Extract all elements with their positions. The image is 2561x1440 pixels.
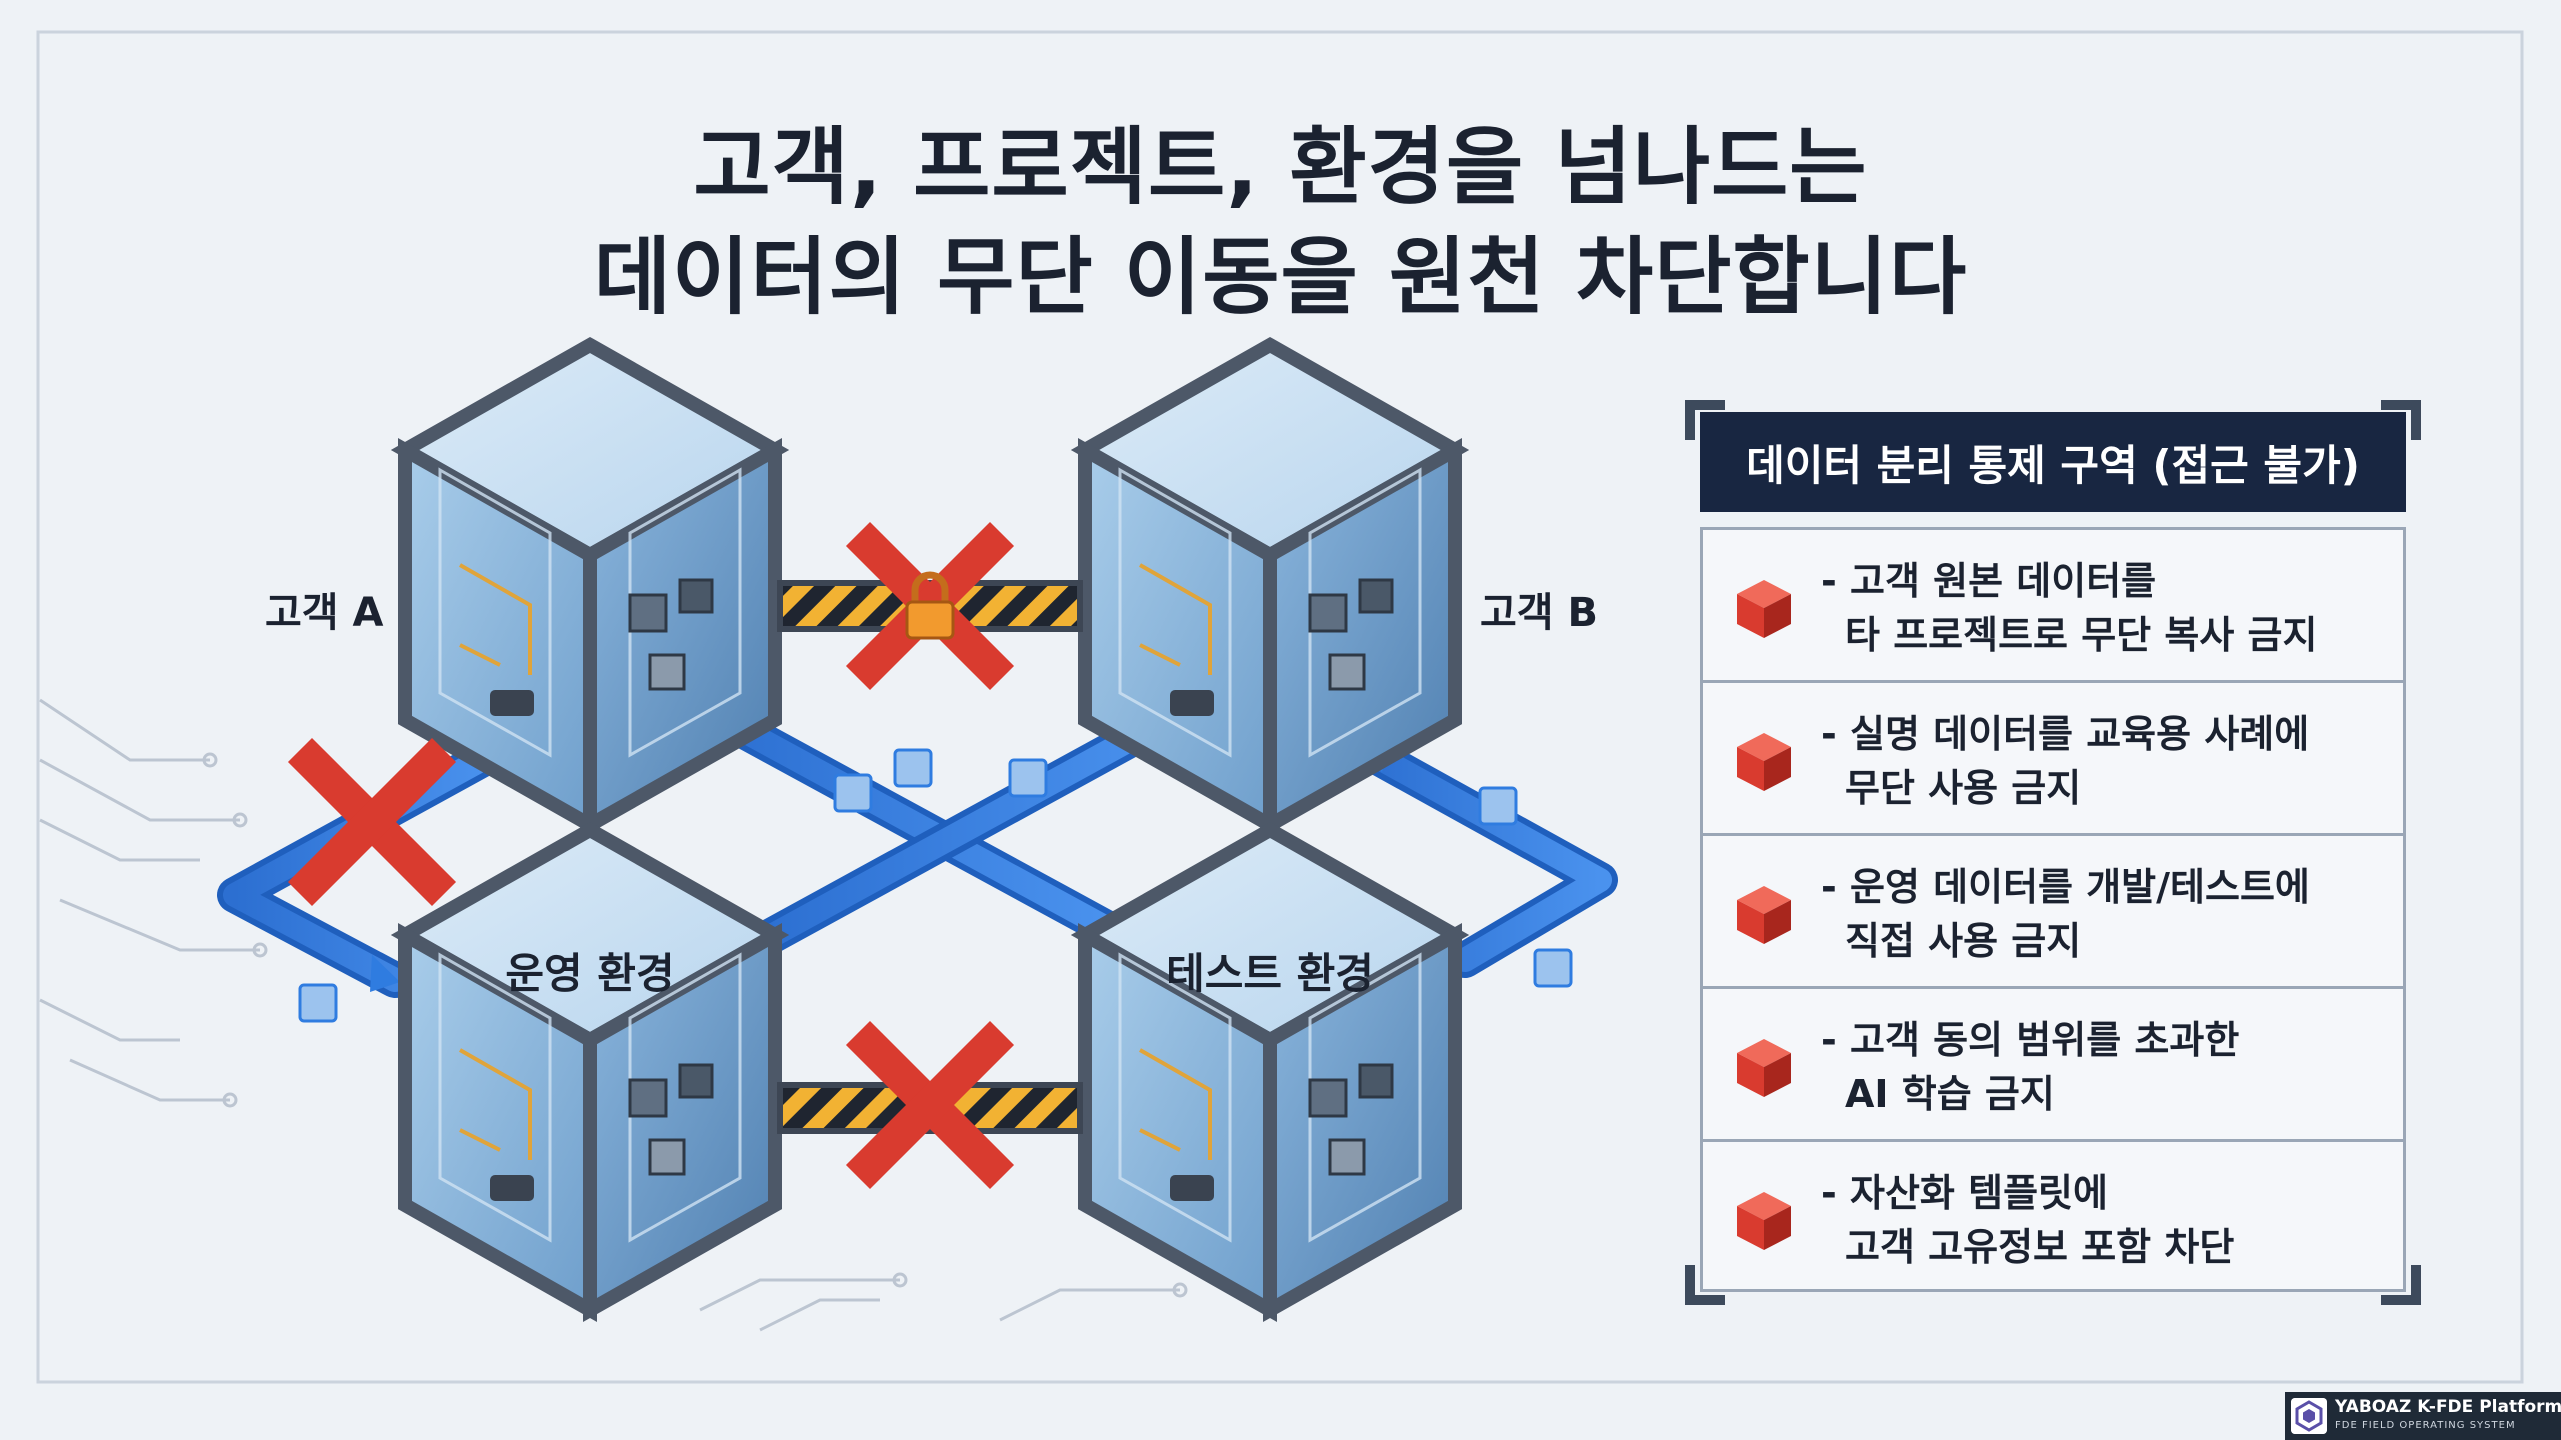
red-cube-icon <box>1737 733 1791 791</box>
platform-logo-icon <box>2291 1398 2327 1434</box>
rule-line-1: - 운영 데이터를 개발/테스트에 <box>1821 865 2310 909</box>
red-cube-icon <box>1737 1192 1791 1250</box>
rule-line-2: 타 프로젝트로 무단 복사 금지 <box>1845 613 2318 657</box>
panel-header: 데이터 분리 통제 구역 (접근 불가) <box>1700 412 2406 512</box>
rule-line-2: AI 학습 금지 <box>1845 1072 2055 1116</box>
label-customer-b: 고객 B <box>1480 590 1599 636</box>
rule-line-2: 무단 사용 금지 <box>1845 766 2082 810</box>
title-line-2: 데이터의 무단 이동을 원천 차단합니다 <box>593 228 1968 326</box>
barrier-top <box>777 546 1083 666</box>
label-operations-env: 운영 환경 <box>505 949 675 998</box>
red-cube-icon <box>1737 886 1791 944</box>
red-cube-icon <box>1737 1039 1791 1097</box>
badge-subtitle: FDE FIELD OPERATING SYSTEM <box>2335 1420 2516 1431</box>
barrier-bottom <box>777 1045 1083 1165</box>
cube-customer-a <box>405 345 775 825</box>
rule-line-2: 고객 고유정보 포함 차단 <box>1845 1225 2235 1269</box>
cube-test-env <box>1085 830 1455 1310</box>
label-test-env: 테스트 환경 <box>1166 949 1374 998</box>
panel-brackets <box>1685 400 2421 1305</box>
title-line-1: 고객, 프로젝트, 환경을 넘나드는 <box>693 118 1868 216</box>
platform-badge: YABOAZ K-FDE Platform FDE FIELD OPERATIN… <box>2285 1392 2561 1440</box>
rule-line-1: - 실명 데이터를 교육용 사례에 <box>1821 712 2310 756</box>
red-cube-icon <box>1737 580 1791 638</box>
rule-line-1: - 자산화 템플릿에 <box>1821 1171 2108 1215</box>
circuit-traces <box>39 698 1188 1332</box>
data-tokens <box>298 748 1573 1023</box>
block-x-left <box>312 762 432 882</box>
background-frame <box>36 30 2524 1384</box>
list-item: - 고객 동의 범위를 초과한 AI 학습 금지 <box>1703 989 2403 1142</box>
rule-line-2: 직접 사용 금지 <box>1845 919 2082 963</box>
label-customer-a: 고객 A <box>265 590 384 636</box>
rule-line-1: - 고객 동의 범위를 초과한 <box>1821 1018 2240 1062</box>
badge-title: YABOAZ K-FDE Platform <box>2335 1397 2561 1417</box>
cube-operations-env <box>405 830 775 1310</box>
padlock-icon <box>905 571 955 640</box>
cube-customer-b <box>1085 345 1455 825</box>
data-flow-pipes <box>217 697 1618 998</box>
rule-line-1: - 고객 원본 데이터를 <box>1821 559 2157 603</box>
